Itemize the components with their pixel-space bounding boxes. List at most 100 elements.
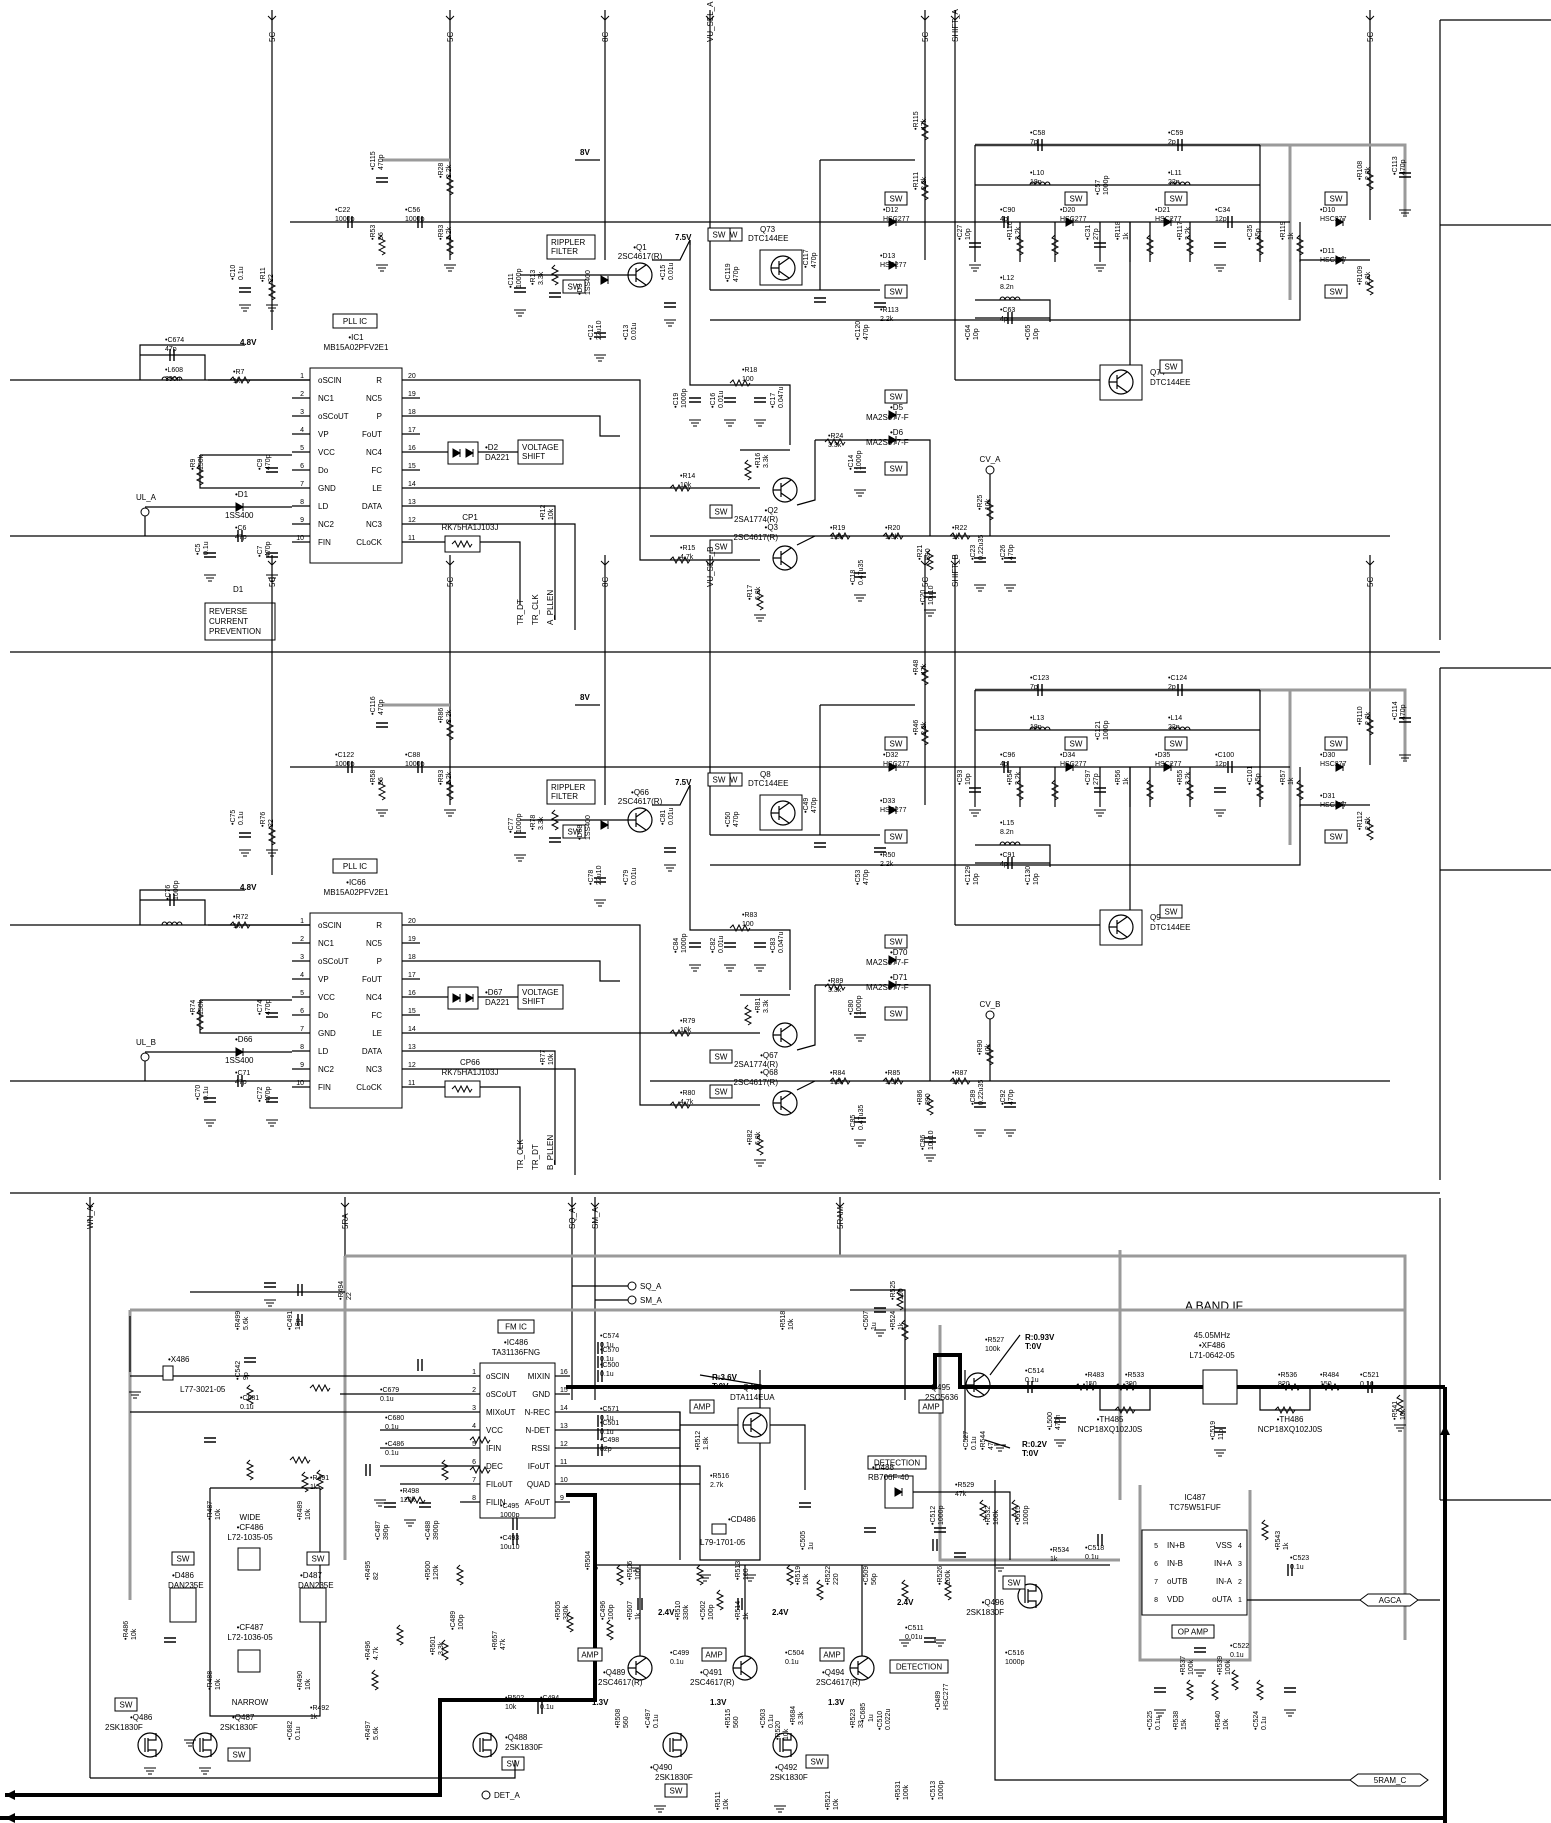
capacitor <box>864 1527 876 1533</box>
tag-label: PLL IC <box>343 862 367 871</box>
resistor <box>900 1579 910 1601</box>
fm-pin-number: 9 <box>560 1495 564 1502</box>
label-text: 1000p <box>1103 175 1110 195</box>
tag-box <box>1159 359 1183 374</box>
label-text: HSC277 <box>1320 257 1347 264</box>
label-text: •C511 <box>905 1625 924 1632</box>
wire <box>199 455 292 489</box>
thermistor-part: NCP18XQ102J0S <box>1258 1425 1322 1434</box>
label-line: R:0.2V <box>1022 1440 1048 1449</box>
capacitor <box>874 847 886 853</box>
capacitor <box>1004 557 1016 563</box>
transistor-part: 2SC4617(R) <box>618 797 663 806</box>
pll-pin-left: oSCoUT <box>318 412 349 421</box>
pll-pin-number: 19 <box>408 936 416 943</box>
resistor <box>445 174 455 196</box>
label-text: 0.1u <box>203 1086 210 1100</box>
label-text: 3900p <box>433 1520 440 1540</box>
tag-label: SW <box>1170 740 1183 749</box>
label-text: 1.8k <box>703 1436 710 1450</box>
diode-ref: •D67 <box>485 988 503 997</box>
label-text: •C81 <box>660 810 667 825</box>
fm-pin-number: 1 <box>472 1369 476 1376</box>
resistor <box>1015 779 1025 801</box>
resistor <box>451 1084 473 1094</box>
label-text: •C77 <box>508 818 515 833</box>
label-text: •C19 <box>673 393 680 408</box>
ground-symbol <box>376 809 388 817</box>
transistor-leads <box>773 1092 792 1114</box>
resistor <box>743 459 753 481</box>
voltage-label: 4.8V <box>240 883 257 892</box>
ground-symbol <box>1399 209 1411 217</box>
label-text: •C83 <box>770 938 777 953</box>
pll-pin-right: NC3 <box>366 520 383 529</box>
label-text: •C92 <box>1000 1090 1007 1105</box>
label-text: 2.2k <box>446 226 453 240</box>
ram-port-label: 5RAM_C <box>1374 1776 1407 1785</box>
pll-pin-number: 17 <box>408 972 416 979</box>
fet-body <box>192 1732 218 1758</box>
tag-box <box>497 1319 535 1334</box>
label-text: •C113 <box>1392 156 1399 175</box>
diode <box>1335 800 1345 810</box>
ground-symbol <box>1394 1424 1406 1432</box>
capacitor <box>1094 242 1106 248</box>
label-text: •C507 <box>863 1311 870 1330</box>
tag-box <box>884 389 908 404</box>
pll-pin-number: 18 <box>408 954 416 961</box>
label-text: 4p <box>1000 861 1008 868</box>
label-text: 0.1u <box>1261 1716 1268 1730</box>
tag-label: SW <box>177 1555 190 1564</box>
diode-part: DA221 <box>485 998 510 1007</box>
transistor-part: 2SA1774(R) <box>734 515 778 524</box>
diode-ref: •D5 <box>890 403 904 412</box>
label-text: 470p <box>265 999 272 1015</box>
label-text: 100 <box>742 921 754 928</box>
fm-pin-number: 2 <box>472 1387 476 1394</box>
transistor-part: 2SC4617(R) <box>598 1678 643 1687</box>
capacitor <box>1097 1534 1103 1546</box>
label-text: •R14 <box>680 473 695 480</box>
label-text: •C515 <box>1015 1506 1022 1525</box>
label-text: •C123 <box>1030 675 1049 682</box>
label-text: 100k <box>1225 1659 1232 1675</box>
pll-pin-number: 15 <box>408 463 416 470</box>
pll-pin-left: Do <box>318 466 329 475</box>
voltage-marker <box>984 1439 1011 1449</box>
bus-label: TR_CLK <box>531 594 540 625</box>
pll-pin-number: 20 <box>408 373 416 380</box>
fet-leads <box>669 1733 682 1757</box>
label-text: •R519 <box>795 1566 802 1585</box>
fm-pin-right: N-REC <box>525 1408 551 1417</box>
label-line: T:0V <box>712 1382 729 1391</box>
resistor <box>469 1435 491 1445</box>
label-text: •C510 <box>877 1711 884 1730</box>
label-text: 1000p <box>405 761 425 768</box>
capacitor <box>512 1533 518 1545</box>
label-text: 2.2k <box>921 176 928 190</box>
pll-pin-right: DATA <box>362 1047 383 1056</box>
label-text: •R90 <box>977 1040 984 1055</box>
transistor-leads <box>733 1657 752 1679</box>
label-text: 22n <box>1168 724 1180 731</box>
output-port-label: SM_A <box>640 1296 662 1305</box>
label-text: 1k <box>310 1714 318 1721</box>
ground-symbol <box>689 964 701 972</box>
label-text: •R78 <box>530 815 537 830</box>
label-text: •R496 <box>365 1641 372 1660</box>
resistor <box>949 1076 971 1086</box>
fm-pin-right: GND <box>532 1390 550 1399</box>
label-text: 12p <box>1215 761 1227 768</box>
capacitor <box>924 1137 936 1143</box>
transistor-part: 2SC4617(R) <box>690 1678 735 1687</box>
label-text: •C14 <box>848 455 855 470</box>
label-text: 560 <box>733 1716 740 1728</box>
label-text: 0 <box>593 1566 600 1570</box>
label-text: •R111 <box>913 172 920 190</box>
tag-box <box>819 1647 845 1662</box>
label-text: 2.2k <box>880 861 894 868</box>
label-text: •C524 <box>1253 1711 1260 1730</box>
wire <box>420 505 556 620</box>
ground-symbol <box>724 964 736 972</box>
